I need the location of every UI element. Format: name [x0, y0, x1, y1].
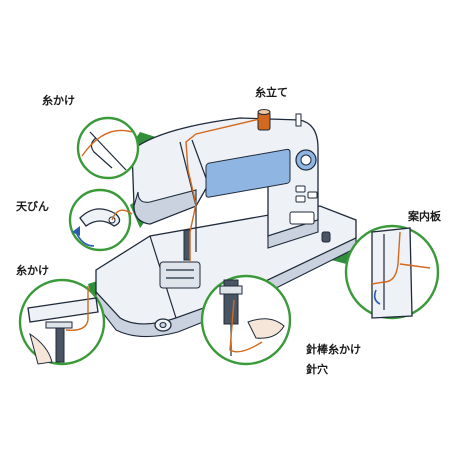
label-thread-guide-lower: 糸かけ [16, 263, 49, 277]
button-2 [295, 195, 306, 203]
inset-needle-bar [200, 274, 292, 366]
needle-plate [159, 261, 201, 289]
spool-assembly [185, 109, 302, 262]
label-needle-bar-guide: 針棒糸かけ [306, 342, 361, 356]
needle-bar [183, 229, 191, 261]
thread-path [185, 117, 265, 262]
lcd-display [205, 148, 291, 198]
machine-head [131, 117, 331, 261]
label-thread-guide-top: 糸かけ [42, 93, 75, 107]
label-take-up-lever: 天びん [16, 199, 49, 213]
inset-thread-guide-lower [18, 278, 106, 366]
inset-guide-plate [344, 224, 440, 320]
label-needle-eye: 針穴 [306, 362, 328, 376]
labels: 糸かけ 糸立て 天びん 案内板 糸かけ 針棒糸かけ 針穴 [16, 85, 442, 376]
presser-lever [321, 231, 331, 243]
spool-pin-2 [295, 113, 302, 127]
label-guide-plate: 案内板 [407, 209, 442, 223]
button-3 [307, 191, 318, 199]
speed-panel [289, 211, 315, 225]
label-spool-pin: 糸立て [255, 85, 288, 99]
inset-take-up-lever [68, 188, 133, 252]
button-1 [295, 185, 306, 193]
inset-thread-guide-top [76, 116, 140, 180]
